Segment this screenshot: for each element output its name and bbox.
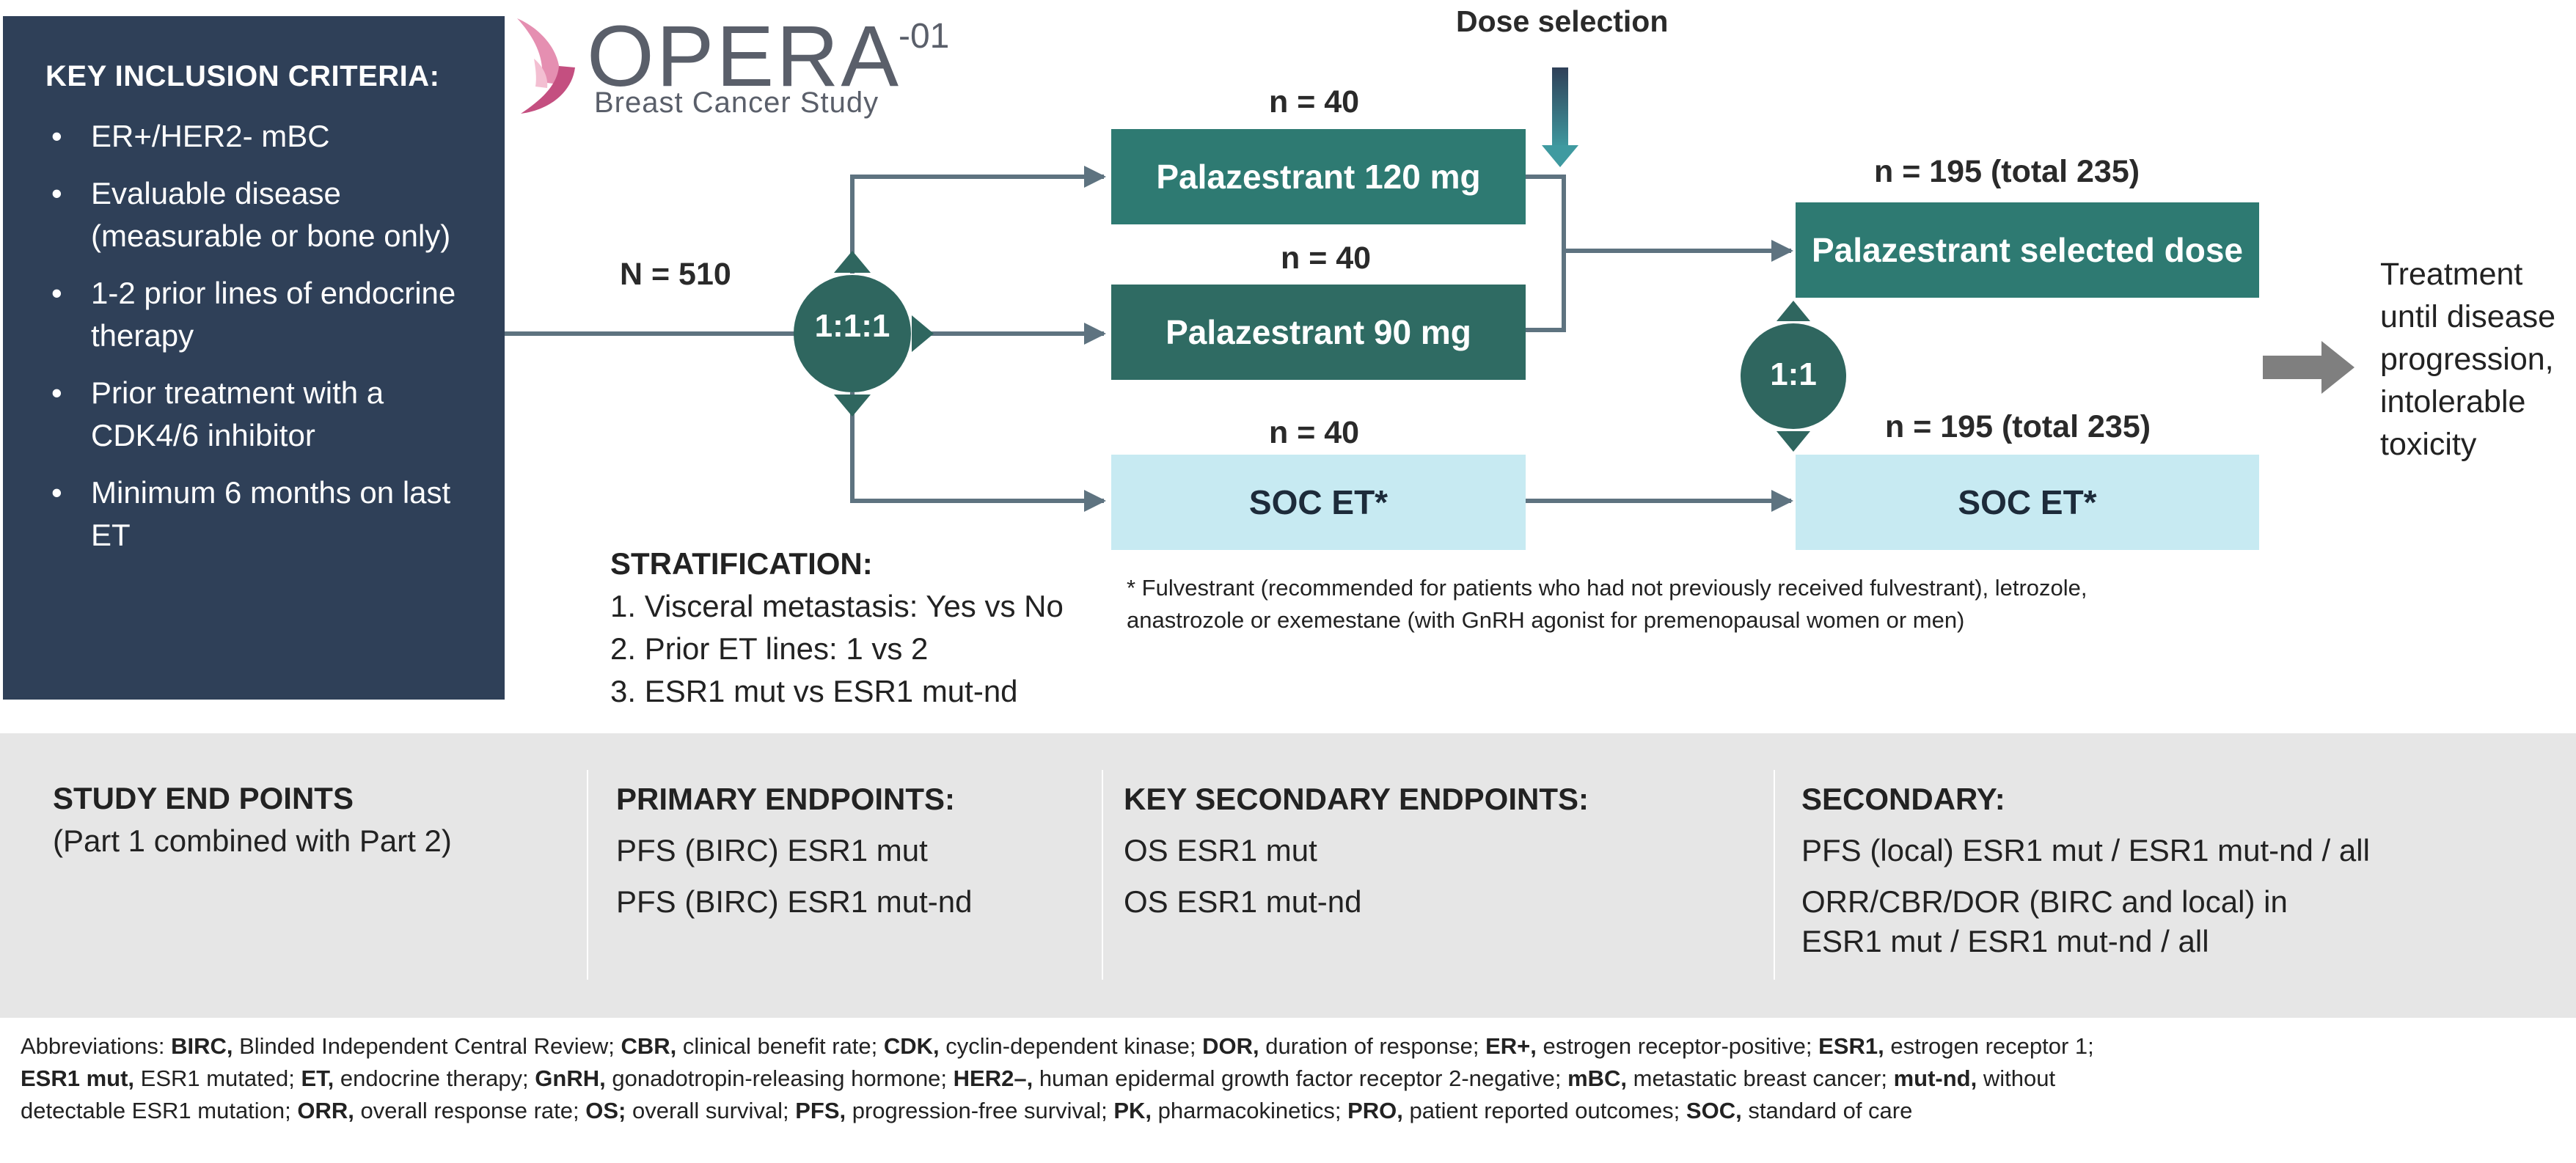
randomization-ratio-2: 1:1 — [1770, 356, 1817, 392]
endpoint-divider — [1102, 770, 1103, 980]
key-secondary-item: OS ESR1 mut-nd — [1124, 884, 1362, 919]
arm-box-120mg: Palazestrant 120 mg — [1111, 129, 1526, 224]
secondary-item: PFS (local) ESR1 mut / ESR1 mut-nd / all — [1801, 833, 2370, 867]
abbreviation-term: GnRH, — [535, 1065, 606, 1091]
abbreviation-term: PFS, — [795, 1098, 846, 1123]
abbreviation-list: BIRC, Blinded Independent Central Review… — [21, 1033, 2094, 1123]
primary-endpoint-item: PFS (BIRC) ESR1 mut — [616, 833, 928, 867]
abbreviation-definition: ESR1 mutated; — [134, 1065, 301, 1091]
abbreviation-definition: overall survival; — [626, 1098, 796, 1123]
abbreviation-definition: duration of response; — [1259, 1033, 1486, 1059]
randomization-circle-1 — [794, 251, 934, 417]
abbreviations: Abbreviations: BIRC, Blinded Independent… — [21, 1030, 2133, 1127]
arm-n-label: n = 40 — [1281, 241, 1372, 276]
study-endpoints: STUDY END POINTS (Part 1 combined with P… — [53, 777, 452, 862]
abbreviation-term: CDK, — [883, 1033, 940, 1059]
treatment-text: Treatment until disease progression, int… — [2380, 257, 2556, 462]
arm-n-label: n = 40 — [1269, 84, 1360, 120]
inclusion-criteria-panel: KEY INCLUSION CRITERIA: ER+/HER2- mBC Ev… — [3, 16, 505, 700]
arm-box-soc: SOC ET* — [1111, 455, 1526, 550]
part2-box-soc: SOC ET* — [1796, 455, 2259, 550]
stratification-item: 1. Visceral metastasis: Yes vs No — [610, 589, 1064, 623]
part2-n-label: n = 195 (total 235) — [1885, 409, 2151, 444]
inclusion-item: ER+/HER2- mBC — [45, 115, 483, 158]
abbreviation-definition: gonadotropin-releasing hormone; — [605, 1065, 954, 1091]
abbreviation-definition: pharmacokinetics; — [1152, 1098, 1348, 1123]
abbreviation-definition: standard of care — [1741, 1098, 1913, 1123]
abbreviations-prefix: Abbreviations: — [21, 1033, 172, 1059]
endpoint-divider — [1774, 770, 1775, 980]
inclusion-item: Minimum 6 months on last ET — [45, 472, 483, 557]
endpoint-divider — [587, 770, 588, 980]
part2-box-selected-dose: Palazestrant selected dose — [1796, 202, 2259, 298]
abbreviation-term: PK, — [1113, 1098, 1152, 1123]
secondary-endpoints: SECONDARY: PFS (local) ESR1 mut / ESR1 m… — [1801, 774, 2370, 961]
abbreviation-definition: without detectable ESR1 mutation; — [21, 1065, 2056, 1123]
treatment-arrow-icon — [2263, 341, 2354, 394]
abbreviation-definition: progression-free survival; — [846, 1098, 1114, 1123]
abbreviation-term: ET, — [301, 1065, 334, 1091]
secondary-item: ORR/CBR/DOR (BIRC and local) in — [1801, 884, 2288, 919]
part2-n-label: n = 195 (total 235) — [1874, 154, 2140, 189]
logo-ribbon-icon — [517, 18, 575, 114]
abbreviation-term: ESR1, — [1818, 1033, 1884, 1059]
abbreviation-definition: estrogen receptor-positive; — [1536, 1033, 1819, 1059]
logo-subtitle: Breast Cancer Study — [594, 87, 879, 119]
abbreviation-definition: human epidermal growth factor receptor 2… — [1033, 1065, 1568, 1091]
soc-footnote: * Fulvestrant (recommended for patients … — [1127, 575, 2087, 633]
abbreviation-term: HER2–, — [953, 1065, 1033, 1091]
abbreviation-definition: cyclin-dependent kinase; — [939, 1033, 1203, 1059]
abbreviation-term: CBR, — [621, 1033, 677, 1059]
inclusion-title: KEY INCLUSION CRITERIA: — [45, 60, 440, 92]
stratification-block: STRATIFICATION: 1. Visceral metastasis: … — [610, 543, 1064, 713]
randomization-circle-2 — [1741, 301, 1846, 452]
key-secondary-title: KEY SECONDARY ENDPOINTS: — [1124, 782, 1589, 816]
arm-n-label: n = 40 — [1269, 415, 1360, 450]
abbreviation-term: ER+, — [1485, 1033, 1537, 1059]
key-secondary-endpoints: KEY SECONDARY ENDPOINTS: OS ESR1 mut OS … — [1124, 774, 1589, 928]
total-n-label: N = 510 — [620, 257, 731, 292]
abbreviation-term: SOC, — [1686, 1098, 1742, 1123]
stratification-item: 2. Prior ET lines: 1 vs 2 — [610, 631, 929, 666]
flow-connectors — [505, 67, 2354, 512]
abbreviation-term: ORR, — [297, 1098, 354, 1123]
study-endpoints-subtitle: (Part 1 combined with Part 2) — [53, 823, 452, 858]
abbreviation-definition: overall response rate; — [354, 1098, 586, 1123]
logo-superscript: -01 — [899, 17, 950, 56]
abbreviation-term: mBC, — [1567, 1065, 1628, 1091]
secondary-item: ESR1 mut / ESR1 mut-nd / all — [1801, 924, 2209, 958]
randomization-ratio-1: 1:1:1 — [814, 308, 890, 344]
abbreviation-term: ESR1 mut, — [21, 1065, 135, 1091]
stratification-title: STRATIFICATION: — [610, 546, 873, 581]
inclusion-list: ER+/HER2- mBC Evaluable disease (measura… — [45, 115, 483, 557]
secondary-title: SECONDARY: — [1801, 782, 2005, 816]
inclusion-item: 1-2 prior lines of endocrine therapy — [45, 272, 483, 357]
inclusion-item: Prior treatment with a CDK4/6 inhibitor — [45, 372, 483, 457]
arm-box-90mg: Palazestrant 90 mg — [1111, 285, 1526, 380]
logo-name: OPERA — [587, 8, 901, 105]
abbreviation-term: OS; — [585, 1098, 626, 1123]
abbreviation-definition: patient reported outcomes; — [1402, 1098, 1686, 1123]
abbreviation-term: mut-nd, — [1893, 1065, 1977, 1091]
key-secondary-item: OS ESR1 mut — [1124, 833, 1317, 867]
primary-endpoints-title: PRIMARY ENDPOINTS: — [616, 782, 956, 816]
abbreviation-definition: endocrine therapy; — [334, 1065, 535, 1091]
primary-endpoint-item: PFS (BIRC) ESR1 mut-nd — [616, 884, 973, 919]
study-endpoints-title: STUDY END POINTS — [53, 781, 354, 815]
stratification-item: 3. ESR1 mut vs ESR1 mut-nd — [610, 674, 1018, 708]
endpoints-band — [0, 733, 2576, 1018]
inclusion-item: Evaluable disease (measurable or bone on… — [45, 172, 483, 257]
abbreviation-definition: Blinded Independent Central Review; — [233, 1033, 621, 1059]
abbreviation-definition: estrogen receptor 1; — [1884, 1033, 2094, 1059]
abbreviation-term: DOR, — [1202, 1033, 1259, 1059]
dose-selection-label: Dose selection — [1456, 4, 1669, 38]
abbreviation-term: BIRC, — [171, 1033, 233, 1059]
abbreviation-definition: metastatic breast cancer; — [1627, 1065, 1894, 1091]
abbreviation-term: PRO, — [1347, 1098, 1403, 1123]
primary-endpoints: PRIMARY ENDPOINTS: PFS (BIRC) ESR1 mut P… — [616, 774, 972, 928]
abbreviation-definition: clinical benefit rate; — [676, 1033, 884, 1059]
